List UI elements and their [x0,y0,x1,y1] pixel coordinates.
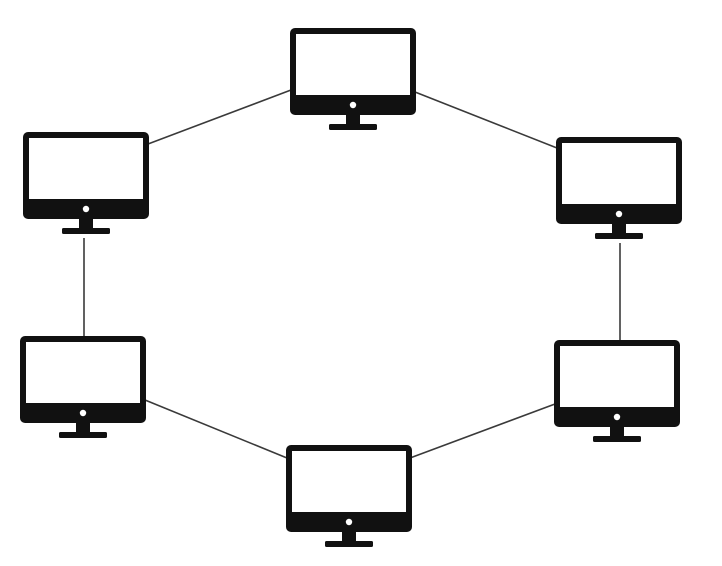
computer-top [290,28,416,130]
monitor-stand-neck [610,427,624,436]
link-lower-right-to-bottom [409,403,556,459]
monitor-stand-neck [342,532,356,541]
computer-nodes [20,28,682,547]
monitor-screen [296,34,410,95]
monitor-screen [26,342,140,403]
monitor-stand-base [59,432,107,438]
monitor-screen [562,143,676,204]
monitor-screen [29,138,143,199]
monitor-stand-base [593,436,641,442]
monitor-stand-neck [76,423,90,432]
link-upper-left-to-top [147,89,292,145]
computer-upper-left [23,132,149,234]
power-button-icon [349,101,357,109]
monitor-stand-neck [79,219,93,228]
power-button-icon [79,409,87,417]
monitor-stand-base [329,124,377,130]
link-bottom-to-lower-left [144,399,288,459]
computer-lower-right [554,340,680,442]
monitor-screen [560,346,674,407]
computer-upper-right [556,137,682,239]
monitor-stand-neck [346,115,360,124]
monitor-stand-base [595,233,643,239]
computer-lower-left [20,336,146,438]
link-top-to-upper-right [414,91,558,149]
power-button-icon [82,205,90,213]
power-button-icon [615,210,623,218]
monitor-stand-base [62,228,110,234]
monitor-stand-neck [612,224,626,233]
power-button-icon [613,413,621,421]
connection-lines [83,89,621,459]
power-button-icon [345,518,353,526]
computer-bottom [286,445,412,547]
monitor-stand-base [325,541,373,547]
monitor-screen [292,451,406,512]
